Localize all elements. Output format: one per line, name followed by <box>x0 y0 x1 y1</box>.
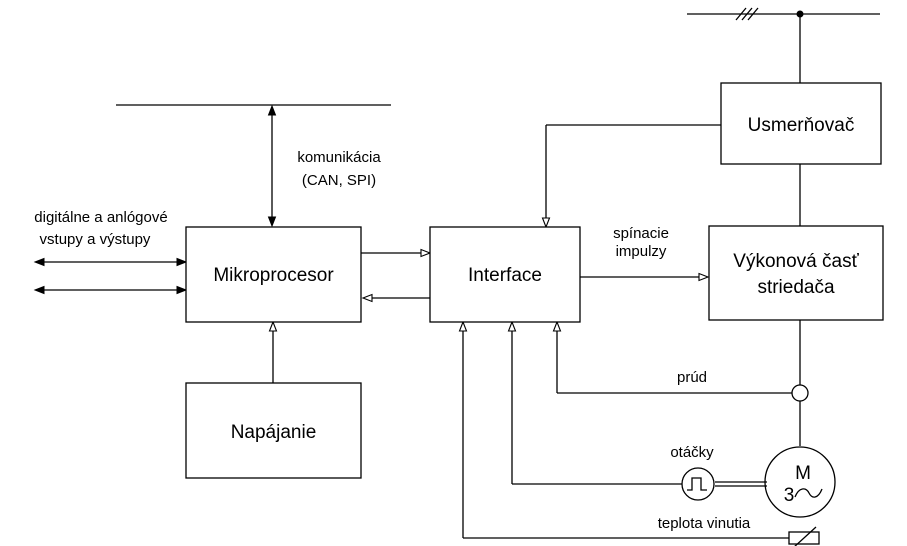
interface-label: Interface <box>468 265 542 286</box>
vykonova-cast-label-line2: striedača <box>757 277 835 298</box>
motor-symbol <box>764 446 836 518</box>
current-feedback <box>552 320 792 394</box>
spinacie-label-line2: impulzy <box>616 243 667 260</box>
spinacie-label-line1: spínacie <box>613 225 669 242</box>
speed-feedback <box>507 320 767 501</box>
supply-line <box>687 7 880 83</box>
mcu-interface-arrows <box>361 248 432 303</box>
communication-bus <box>116 104 391 228</box>
usmernovac-label: Usmerňovač <box>748 115 855 136</box>
motor-feed <box>791 320 809 446</box>
vykonova-cast-label-line1: Výkonová časť <box>733 251 859 272</box>
rectifier-feedback <box>541 124 721 229</box>
komunikacia-label-line1: komunikácia <box>297 149 381 166</box>
switching-pulses-arrow <box>580 272 710 282</box>
otacky-label: otáčky <box>670 444 714 461</box>
usmernovac-block <box>720 82 882 165</box>
motor-letter: M <box>795 463 811 484</box>
power-arrow <box>268 320 278 383</box>
interface-block <box>429 226 581 323</box>
napajanie-block <box>185 382 362 479</box>
mikroprocesor-label: Mikroprocesor <box>213 265 334 286</box>
temperature-feedback <box>458 320 820 546</box>
motor-phases: 3 <box>784 485 795 506</box>
vykonova-cast-block <box>708 225 884 321</box>
prud-label: prúd <box>677 369 707 386</box>
io-label-line2: vstupy a výstupy <box>40 231 151 248</box>
teplota-label: teplota vinutia <box>658 515 751 532</box>
io-label-line1: digitálne a anlógové <box>34 209 167 226</box>
io-arrows <box>33 257 188 295</box>
mikroprocesor-block <box>185 226 362 323</box>
napajanie-label: Napájanie <box>231 422 317 443</box>
komunikacia-label-line2: (CAN, SPI) <box>302 172 376 189</box>
